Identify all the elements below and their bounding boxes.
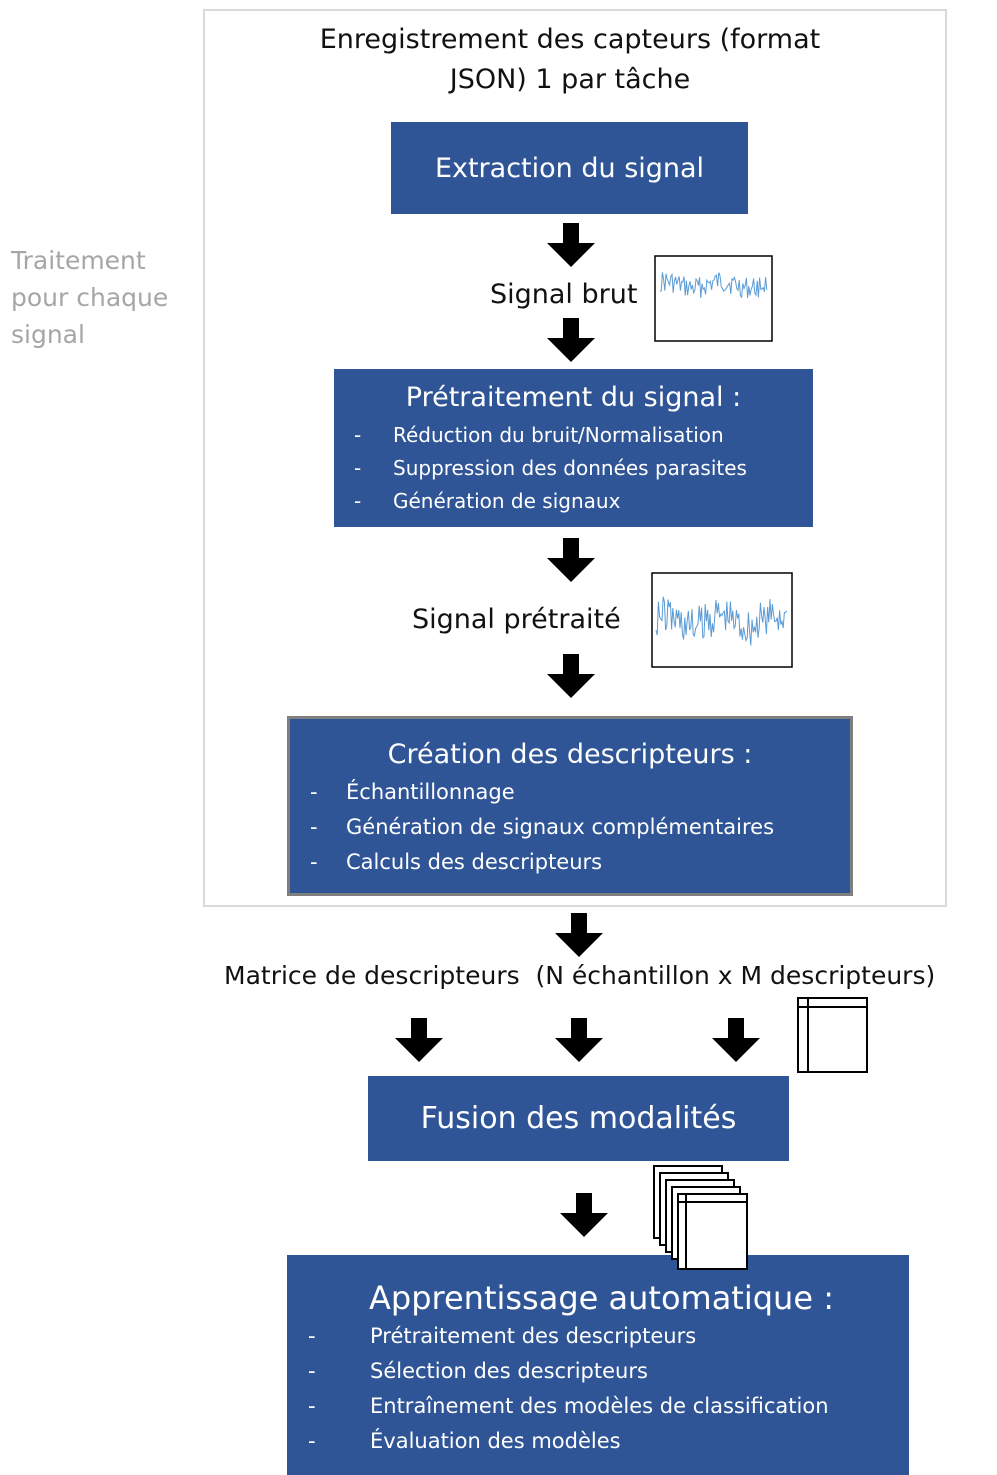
ml-box-title: Apprentissage automatique : xyxy=(369,1279,834,1317)
flow-arrow xyxy=(395,1018,443,1062)
signal-raw-label: Signal brut xyxy=(490,279,638,310)
list-dash: - xyxy=(310,780,318,804)
raw-signal-waveform-icon xyxy=(654,255,773,342)
ml-step: - Sélection des descripteurs xyxy=(287,1354,909,1389)
descriptor-step: - Calculs des descripteurs xyxy=(290,845,850,880)
preprocessing-box: Prétraitement du signal : - Réduction du… xyxy=(334,369,813,527)
matrix-label: Matrice de descripteurs (N échantillon x… xyxy=(224,961,936,990)
flow-arrow xyxy=(547,538,595,582)
extraction-box-title: Extraction du signal xyxy=(434,152,705,184)
descriptor-step: - Génération de signaux complémentaires xyxy=(290,810,850,845)
preprocessing-box-title: Prétraitement du signal : xyxy=(405,382,742,413)
flow-arrow xyxy=(547,318,595,362)
list-dash: - xyxy=(310,850,318,874)
fusion-box-title: Fusion des modalités xyxy=(420,1101,737,1136)
list-dash: - xyxy=(354,423,362,447)
extraction-box: Extraction du signal xyxy=(391,122,748,214)
ml-box: Apprentissage automatique : - Prétraitem… xyxy=(287,1255,909,1475)
list-dash: - xyxy=(354,456,362,480)
list-dash: - xyxy=(354,489,362,513)
flow-arrow xyxy=(555,913,603,957)
flow-arrow xyxy=(555,1018,603,1062)
ml-step: - Évaluation des modèles xyxy=(287,1424,909,1459)
list-dash: - xyxy=(310,815,318,839)
flow-arrow xyxy=(560,1193,608,1237)
descriptor-steps: - Échantillonnage - Génération de signau… xyxy=(290,775,850,880)
ml-step: - Prétraitement des descripteurs xyxy=(287,1319,909,1354)
signal-preprocessed-label: Signal prétraité xyxy=(412,604,621,635)
ml-steps: - Prétraitement des descripteurs - Sélec… xyxy=(287,1319,909,1459)
preprocessing-step: - Génération de signaux xyxy=(334,485,813,518)
descriptors-box-title: Création des descripteurs : xyxy=(387,739,753,770)
descriptors-box: Création des descripteurs : - Échantillo… xyxy=(287,716,853,896)
signal-processing-frame xyxy=(203,9,947,907)
list-dash: - xyxy=(308,1429,316,1453)
ml-step: - Entraînement des modèles de classifica… xyxy=(287,1389,909,1424)
matrix-icon xyxy=(797,997,868,1073)
stacked-matrices-icon xyxy=(653,1165,748,1270)
flow-arrow xyxy=(547,223,595,267)
preprocessing-step: - Réduction du bruit/Normalisation xyxy=(334,419,813,452)
flow-arrow xyxy=(712,1018,760,1062)
descriptor-step: - Échantillonnage xyxy=(290,775,850,810)
preprocessing-steps: - Réduction du bruit/Normalisation - Sup… xyxy=(334,419,813,518)
fusion-box: Fusion des modalités xyxy=(368,1076,789,1161)
preprocessed-signal-waveform-icon xyxy=(651,572,793,668)
flow-arrow xyxy=(547,654,595,698)
preprocessing-step: - Suppression des données parasites xyxy=(334,452,813,485)
side-label: Traitement pour chaque signal xyxy=(11,246,169,349)
list-dash: - xyxy=(308,1394,316,1418)
intro-text: Enregistrement des capteurs (format JSON… xyxy=(319,24,821,95)
list-dash: - xyxy=(308,1359,316,1383)
list-dash: - xyxy=(308,1324,316,1348)
